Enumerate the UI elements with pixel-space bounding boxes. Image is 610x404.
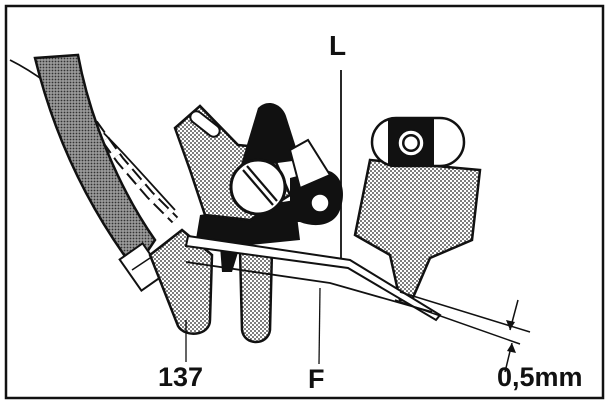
lever-137 [148,228,214,335]
finger-lever [238,248,274,344]
black-cam [240,102,300,168]
slope-line-lower [394,299,521,345]
label-f: F [308,364,325,394]
label-l: L [329,30,347,61]
spring-f [184,234,442,322]
gap-dimension-marker [504,299,519,373]
support-plate [288,138,332,190]
leader-f [318,287,321,365]
mount-slot [189,110,221,138]
spring-blade [185,261,433,313]
label-137: 137 [158,362,204,392]
label-gap-dimension: 0,5mm [497,362,583,392]
link-hole [310,193,330,213]
